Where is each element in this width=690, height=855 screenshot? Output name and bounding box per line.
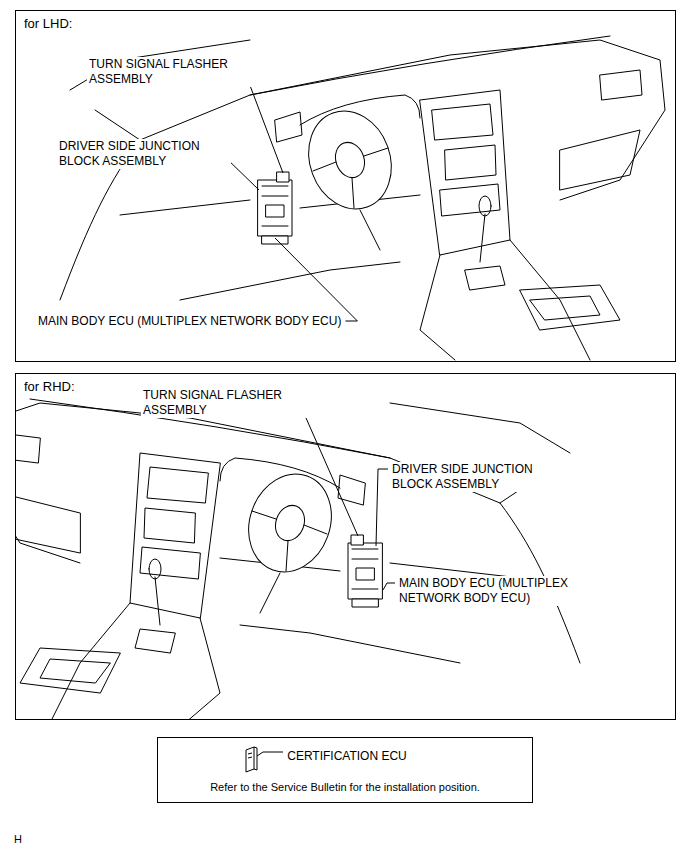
note-header: CERTIFICATION ECU: [130, 744, 520, 774]
note-box: CERTIFICATION ECU Refer to the Service Bu…: [157, 737, 533, 803]
rhd-view: [16, 399, 580, 719]
leader-line: [376, 469, 388, 546]
lhd-view: [60, 36, 665, 360]
view-panel: for RHD:: [15, 373, 676, 720]
figure-code: H: [12, 832, 24, 847]
note-text: Refer to the Service Bulletin for the in…: [170, 780, 520, 794]
part-label: TURN SIGNAL FLASHER ASSEMBLY: [141, 388, 315, 418]
leader-line: [275, 238, 357, 321]
leader-line: [383, 583, 395, 590]
part-label: TURN SIGNAL FLASHER ASSEMBLY: [87, 57, 261, 87]
part-label: DRIVER SIDE JUNCTION BLOCK ASSEMBLY: [57, 139, 231, 169]
ecu-icon: [243, 744, 287, 774]
part-label: CERTIFICATION ECU: [287, 749, 407, 764]
part-label: MAIN BODY ECU (MULTIPLEX NETWORK BODY EC…: [36, 314, 343, 329]
part-label: MAIN BODY ECU (MULTIPLEX NETWORK BODY EC…: [397, 576, 606, 606]
part-label: DRIVER SIDE JUNCTION BLOCK ASSEMBLY: [390, 462, 564, 492]
view-title: for LHD:: [16, 11, 675, 32]
view-title: for RHD:: [16, 374, 675, 395]
